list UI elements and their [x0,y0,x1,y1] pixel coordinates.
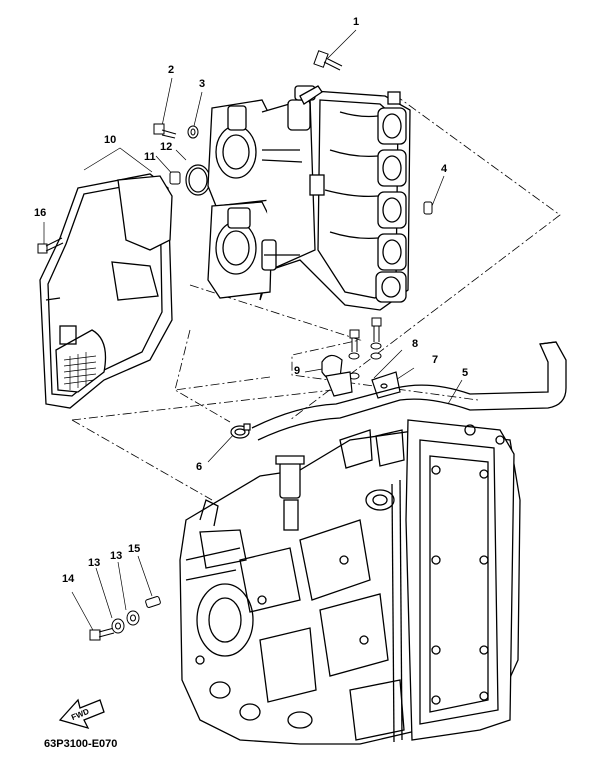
callout-13-a: 13 [88,557,101,569]
screw-part-16 [37,237,64,254]
bracket-part-7 [371,371,401,399]
grommet-part-13b [126,610,140,626]
hose-holder-part-9 [321,354,353,397]
callout-3: 3 [199,78,206,90]
o-ring-part-12 [185,164,211,196]
callout-15: 15 [128,543,141,555]
collar-part-15 [145,596,161,608]
bolt-part-1 [313,50,343,71]
callout-13-b: 13 [110,550,123,562]
dowel-pin-part-4 [423,201,433,215]
drawing-code: 63P3100-E070 [44,738,118,750]
callout-14: 14 [62,573,75,585]
collar-part-11 [169,171,181,185]
callout-1: 1 [353,16,360,28]
callout-16: 16 [34,207,47,219]
grommet-part-13a [111,618,125,634]
bolt-part-2 [153,123,177,139]
callout-12: 12 [160,141,173,153]
silencer-grille [63,352,97,390]
callout-7: 7 [432,354,439,366]
callout-5: 5 [462,367,469,379]
washer-part-3 [187,125,199,139]
callout-9: 9 [294,365,301,377]
callout-6: 6 [196,461,203,473]
fwd-arrow-icon: FWD [58,698,105,730]
hose-clamp-part-6 [230,423,251,439]
callout-8: 8 [412,338,419,350]
callout-2: 2 [168,64,175,76]
hose-part-5 [251,341,567,441]
callout-4: 4 [441,163,448,175]
engine-block [179,419,521,745]
callout-10: 10 [104,134,117,146]
bolts-part-8 [348,317,382,380]
bolt-part-14 [89,627,115,641]
callout-11: 11 [144,151,156,163]
intake-manifold-assembly [207,85,411,311]
intake-silencer-part-10 [39,173,173,409]
